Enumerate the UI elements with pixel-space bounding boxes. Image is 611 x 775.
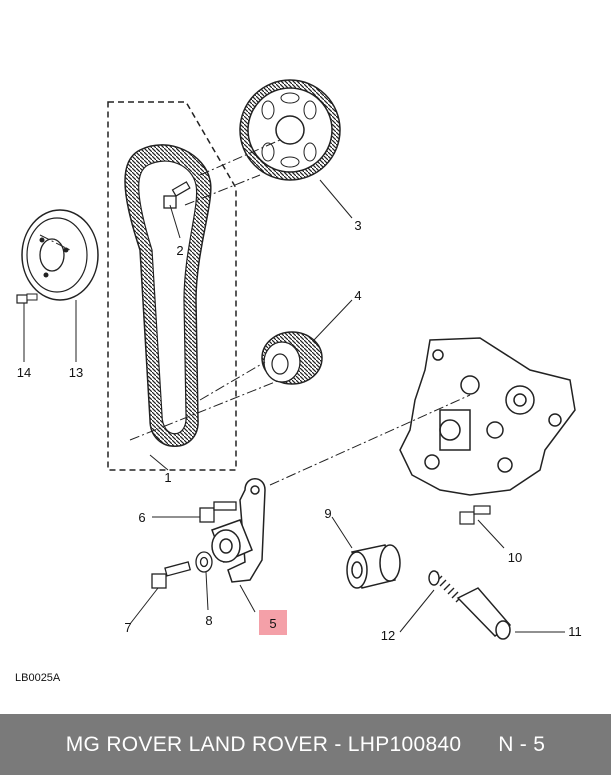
tensioner-bolt-lower <box>151 561 192 589</box>
camshaft-pulley <box>239 79 341 181</box>
tensioner-plunger <box>456 587 512 640</box>
footer-separator: - <box>328 732 348 756</box>
idler-bearing <box>346 544 401 589</box>
callout-13: 13 <box>69 365 83 380</box>
tensioner-assembly <box>211 478 266 583</box>
callout-14: 14 <box>17 365 31 380</box>
diagram-reference-code: LB0025A <box>15 672 61 684</box>
part-number: LHP100840 <box>347 732 462 756</box>
callout-6: 6 <box>138 510 145 525</box>
callout-5: 5 <box>269 616 276 631</box>
callout-1: 1 <box>164 470 171 485</box>
callout-12: 12 <box>381 628 395 643</box>
alignment-lines <box>39 139 471 486</box>
footer-text: MG ROVER LAND ROVER - LHP100840 N - 5 <box>66 733 545 757</box>
callout-11: 11 <box>568 624 582 639</box>
part-info-footer: MG ROVER LAND ROVER - LHP100840 N - 5 <box>0 714 611 775</box>
tensioner-spring <box>428 570 463 603</box>
crankshaft-damper <box>21 209 99 301</box>
engine-housing <box>399 337 576 496</box>
callout-9: 9 <box>324 506 331 521</box>
crankshaft-sprocket <box>261 331 323 385</box>
tensioner-bolt-upper <box>199 501 237 523</box>
callout-4: 4 <box>354 288 361 303</box>
callout-3: 3 <box>354 218 361 233</box>
callout-2: 2 <box>176 243 183 258</box>
page-label: N - 5 <box>498 732 546 756</box>
brand-name: MG ROVER LAND ROVER <box>65 732 329 756</box>
timing-belt <box>124 144 212 447</box>
footer-gap <box>461 733 498 756</box>
leader-lines <box>23 179 565 633</box>
highlight-box <box>259 610 287 635</box>
callout-7: 7 <box>124 620 131 635</box>
callout-8: 8 <box>205 613 212 628</box>
pulley-bolt <box>163 181 191 209</box>
belt-boundary-dashed <box>107 101 237 471</box>
housing-bolt <box>459 505 491 525</box>
exploded-parts-diagram: 1 2 3 4 5 6 7 8 9 10 11 12 13 14 <box>16 79 582 643</box>
callout-10: 10 <box>508 550 522 565</box>
damper-bolt <box>16 293 38 304</box>
callout-labels: 1 2 3 4 5 6 7 8 9 10 11 12 13 14 <box>17 218 582 643</box>
washer <box>195 551 213 573</box>
